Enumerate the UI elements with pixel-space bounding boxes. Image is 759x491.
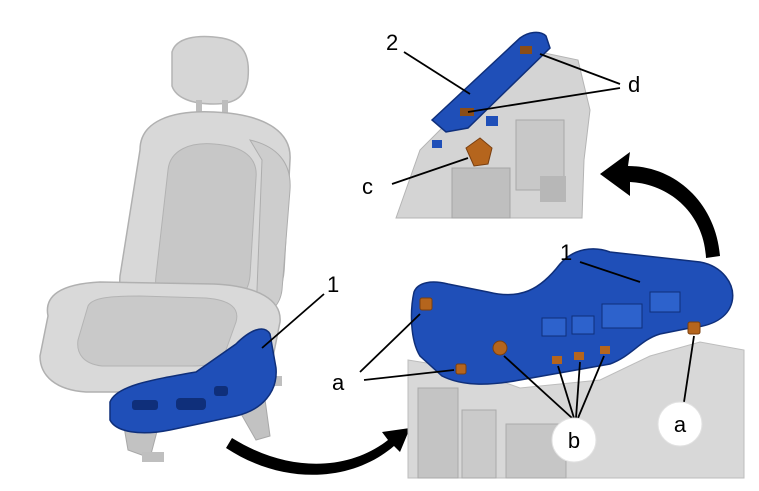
- panel-screw: [687, 321, 701, 335]
- leader-line-tab-upper: [539, 53, 621, 85]
- callout-label-seat-cover: 1: [327, 272, 339, 297]
- panel-clip: [492, 340, 508, 356]
- curved-arrow-icon: [226, 428, 410, 475]
- callout-bubble-screw-right: [657, 401, 703, 447]
- curved-arrow-icon: [600, 152, 720, 258]
- seat-foot: [142, 452, 164, 462]
- leader-line-clip: [557, 365, 575, 419]
- leader-line-clip: [575, 361, 581, 419]
- headrest-post: [222, 100, 228, 118]
- seat-headrest: [171, 35, 250, 105]
- callout-label-tabs: d: [628, 72, 640, 97]
- callout-label-connector: c: [362, 174, 373, 199]
- inner-mechanism: [540, 176, 566, 202]
- seat-frame-rail: [461, 409, 497, 479]
- inner-cover-clip: [486, 116, 498, 126]
- leader-line-screw-lower: [363, 369, 455, 381]
- leader-line-clip: [577, 355, 605, 419]
- cushion-insert: [77, 295, 238, 367]
- leader-line-inner-cover: [403, 51, 471, 95]
- panel-screw: [419, 297, 433, 311]
- leader-line-connector: [391, 157, 469, 185]
- panel-switch-block: [649, 291, 681, 313]
- seat-switch: [214, 386, 228, 396]
- leader-line-screw-right: [683, 335, 695, 403]
- panel-clip: [600, 346, 610, 354]
- panel-screw: [455, 363, 467, 375]
- callout-bubble-clips: [551, 417, 597, 463]
- inner-cover-tab: [460, 108, 474, 116]
- leader-line-tab-lower: [467, 87, 621, 113]
- panel-switch-block: [541, 317, 567, 337]
- connector-plug: [465, 137, 493, 167]
- panel-switch-block: [601, 303, 643, 329]
- panel-clip: [552, 356, 562, 364]
- leader-line-panel: [579, 261, 641, 283]
- inner-cover-detail: [395, 31, 591, 219]
- seat-frame-rail: [417, 387, 459, 479]
- inner-cover-tab: [520, 46, 532, 54]
- leader-line-clip: [503, 355, 573, 419]
- panel-clip: [574, 352, 584, 360]
- leader-line-seat-cover: [261, 293, 325, 349]
- callout-label-screw-left: a: [332, 370, 345, 395]
- panel-switch-block: [571, 315, 595, 335]
- inner-mechanism: [451, 167, 511, 219]
- callout-label-switch-panel: 1: [560, 240, 572, 265]
- headrest-post: [196, 100, 202, 118]
- callout-label-screw-right: a: [674, 412, 687, 437]
- leader-line-screw-upper: [359, 313, 421, 373]
- callout-label-inner-cover: 2: [386, 30, 398, 55]
- seat-switch: [132, 400, 158, 410]
- callout-label-clips: b: [568, 428, 580, 453]
- seat-switch: [176, 398, 206, 410]
- seat-illustration: [39, 35, 291, 462]
- inner-cover-highlight: [430, 31, 551, 133]
- inner-cover-clip: [432, 140, 442, 148]
- backrest-insert: [155, 143, 257, 305]
